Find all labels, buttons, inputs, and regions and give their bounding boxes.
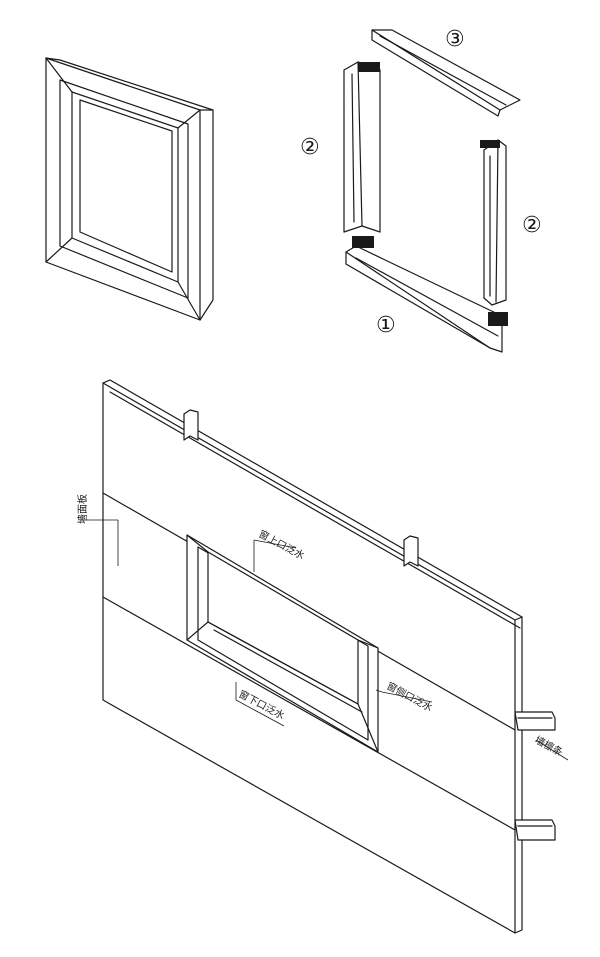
wall-panel-assembly — [102, 379, 556, 934]
label-panel: 墙面板 — [76, 494, 89, 524]
part-number-3: ③ — [445, 27, 465, 52]
assembled-window-frame — [45, 57, 214, 321]
left-jamb-flashing — [343, 61, 381, 233]
sill-left-sealant — [352, 236, 374, 248]
right-jamb-flashing — [480, 139, 507, 306]
leader-sill — [235, 699, 285, 727]
left-jamb-top-sealant — [358, 62, 380, 72]
part-number-1: ① — [376, 313, 396, 338]
right-jamb-top-sealant — [480, 140, 500, 148]
top-head-flashing — [371, 29, 521, 117]
leader-purlin — [535, 739, 569, 761]
leader-head — [253, 539, 297, 549]
sill-right-sealant — [488, 312, 508, 326]
part-number-2-left: ② — [300, 135, 320, 160]
label-purlin: 墙檩条 — [533, 733, 566, 759]
part-number-2-right: ② — [522, 213, 542, 238]
leader-jamb — [381, 691, 433, 703]
bottom-sill-flashing — [345, 236, 508, 353]
